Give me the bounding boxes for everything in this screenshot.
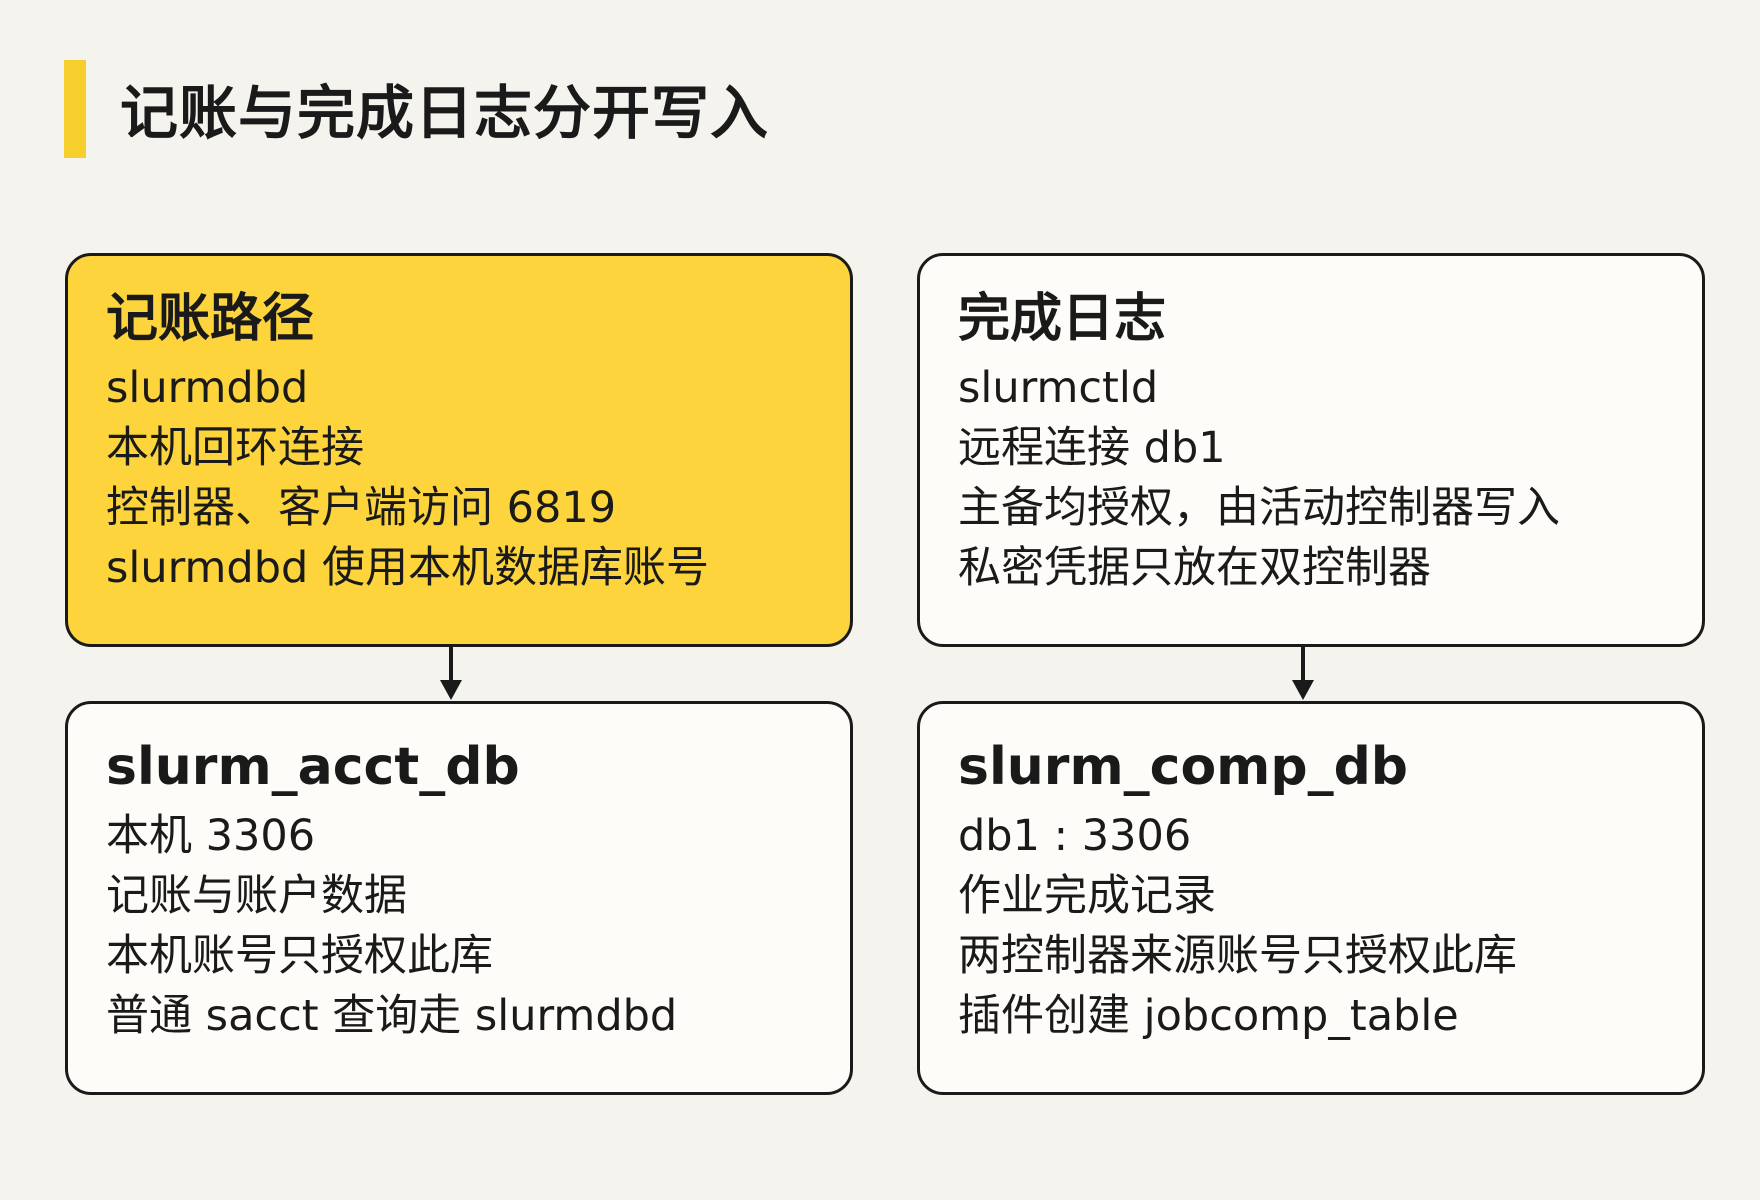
card-line: 作业完成记录 bbox=[958, 871, 1216, 921]
card-line: slurmdbd bbox=[106, 363, 309, 413]
card-line: 本机账号只授权此库 bbox=[106, 931, 493, 981]
arrow-completion-to-comp-db bbox=[1292, 647, 1314, 700]
card-line: slurmctld bbox=[958, 363, 1159, 413]
card-title: slurm_acct_db bbox=[106, 737, 520, 797]
card-line: 控制器、客户端访问 6819 bbox=[106, 483, 617, 533]
card-line: 私密凭据只放在双控制器 bbox=[958, 543, 1431, 593]
card-acct-db: slurm_acct_db 本机 3306 记账与账户数据 本机账号只授权此库 … bbox=[65, 701, 853, 1095]
card-line: 两控制器来源账号只授权此库 bbox=[958, 931, 1517, 981]
card-line: 普通 sacct 查询走 slurmdbd bbox=[106, 991, 678, 1041]
card-line: 本机 3306 bbox=[106, 811, 316, 861]
card-lines: db1 : 3306 作业完成记录 两控制器来源账号只授权此库 插件创建 job… bbox=[958, 806, 1666, 1046]
card-line: db1 : 3306 bbox=[958, 811, 1192, 861]
card-lines: 本机 3306 记账与账户数据 本机账号只授权此库 普通 sacct 查询走 s… bbox=[106, 806, 814, 1046]
card-title: 记账路径 bbox=[106, 289, 315, 349]
card-line: slurmdbd 使用本机数据库账号 bbox=[106, 543, 709, 593]
card-title: 完成日志 bbox=[958, 289, 1167, 349]
card-lines: slurmdbd 本机回环连接 控制器、客户端访问 6819 slurmdbd … bbox=[106, 358, 814, 598]
card-line: 远程连接 db1 bbox=[958, 423, 1226, 473]
card-line: 插件创建 jobcomp_table bbox=[958, 991, 1459, 1041]
page-title: 记账与完成日志分开写入 bbox=[120, 79, 770, 147]
card-title: slurm_comp_db bbox=[958, 737, 1409, 797]
card-line: 主备均授权，由活动控制器写入 bbox=[958, 483, 1560, 533]
card-line: 本机回环连接 bbox=[106, 423, 364, 473]
card-comp-db: slurm_comp_db db1 : 3306 作业完成记录 两控制器来源账号… bbox=[917, 701, 1705, 1095]
title-accent-bar bbox=[64, 60, 86, 158]
card-completion-log: 完成日志 slurmctld 远程连接 db1 主备均授权，由活动控制器写入 私… bbox=[917, 253, 1705, 647]
card-accounting-path: 记账路径 slurmdbd 本机回环连接 控制器、客户端访问 6819 slur… bbox=[65, 253, 853, 647]
card-lines: slurmctld 远程连接 db1 主备均授权，由活动控制器写入 私密凭据只放… bbox=[958, 358, 1666, 598]
arrow-accounting-to-acct-db bbox=[440, 647, 462, 700]
card-line: 记账与账户数据 bbox=[106, 871, 407, 921]
